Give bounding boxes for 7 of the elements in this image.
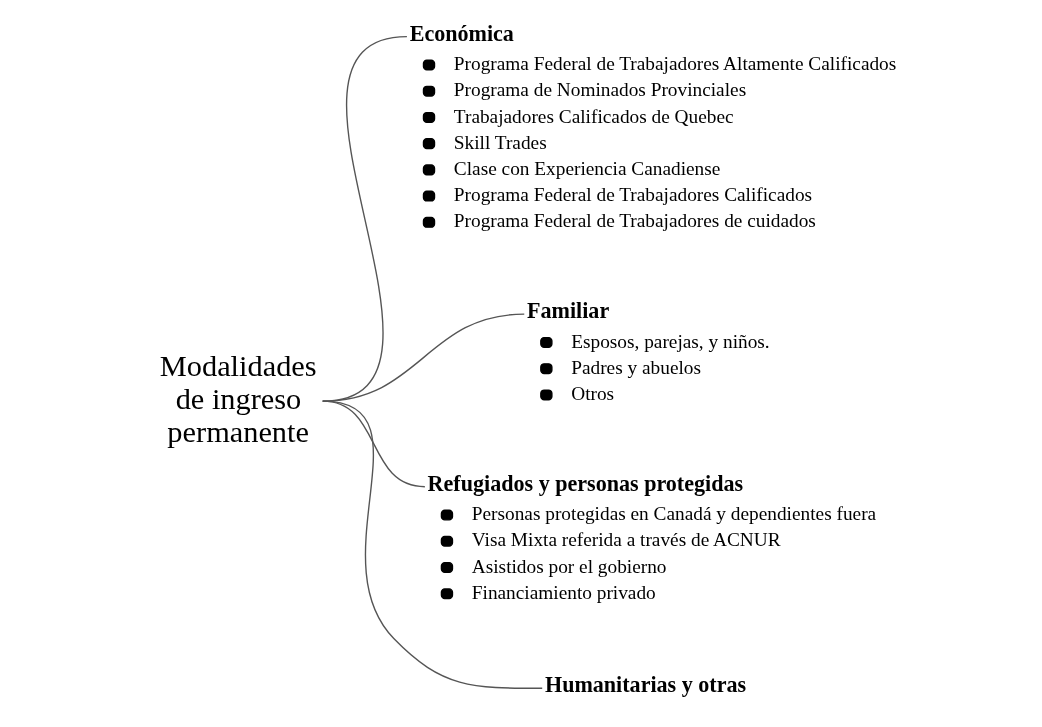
node-text: Económica Programa Federal de Trabajadores Altamente Calificados Programa de Nominados Provinciales Trabajadores Calificados de Quebec Skill Trades Clase con Experiencia Canadiense Programa Federal de Trabajadores Calificados Programa Federal de Trabajadores de cuidados — [409, 20, 896, 232]
connector — [321, 400, 543, 689]
node-text: Humanitarias y otras — [544, 672, 746, 698]
connector — [321, 400, 426, 488]
node-text: Refugiados y personas protegidas Personas protegidas en Canadá y dependientes fuera Visa Mixta referida a través de ACNUR Asistidos por el gobierno Financiamiento privado — [427, 470, 876, 603]
node-text: Familiar Esposos, parejas, y niños. Padres y abuelos Otros — [526, 298, 770, 405]
node-text: Modalidades de ingreso permanente — [159, 348, 317, 449]
